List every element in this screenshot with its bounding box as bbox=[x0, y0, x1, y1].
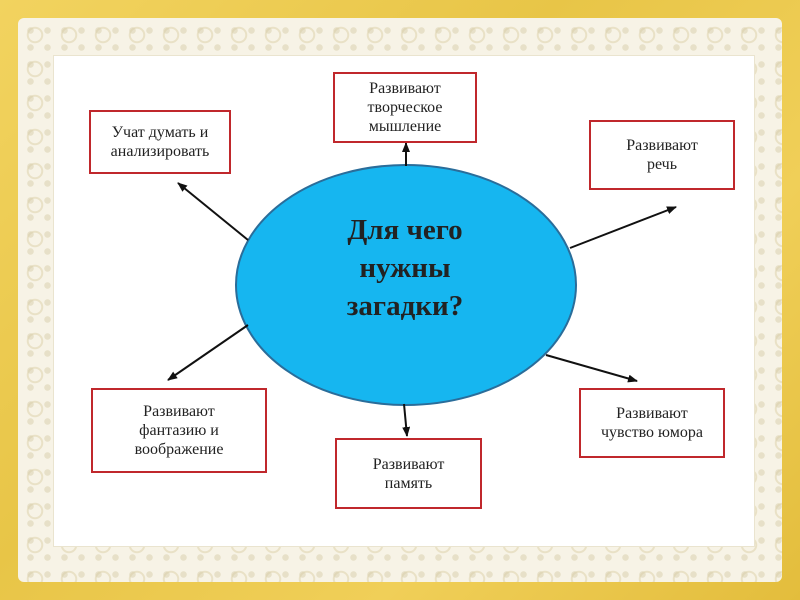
box-speech: Развивают речь bbox=[589, 120, 735, 190]
box-humor: Развивают чувство юмора bbox=[579, 388, 725, 458]
arrow-to-top-left bbox=[177, 182, 249, 241]
box-creative-thinking: Развивают творческое мышление bbox=[333, 72, 477, 143]
arrow-to-bottom bbox=[402, 403, 411, 437]
box-memory: Развивают память bbox=[335, 438, 482, 509]
center-title: Для чего нужны загадки? bbox=[346, 214, 464, 322]
box-think-analyze: Учат думать и анализировать bbox=[89, 110, 231, 174]
arrow-to-bottom-left bbox=[167, 324, 249, 381]
arrow-to-top-right bbox=[569, 206, 677, 249]
arrow-to-bottom-right bbox=[545, 354, 638, 383]
box-imagination: Развивают фантазию и воображение bbox=[91, 388, 267, 473]
